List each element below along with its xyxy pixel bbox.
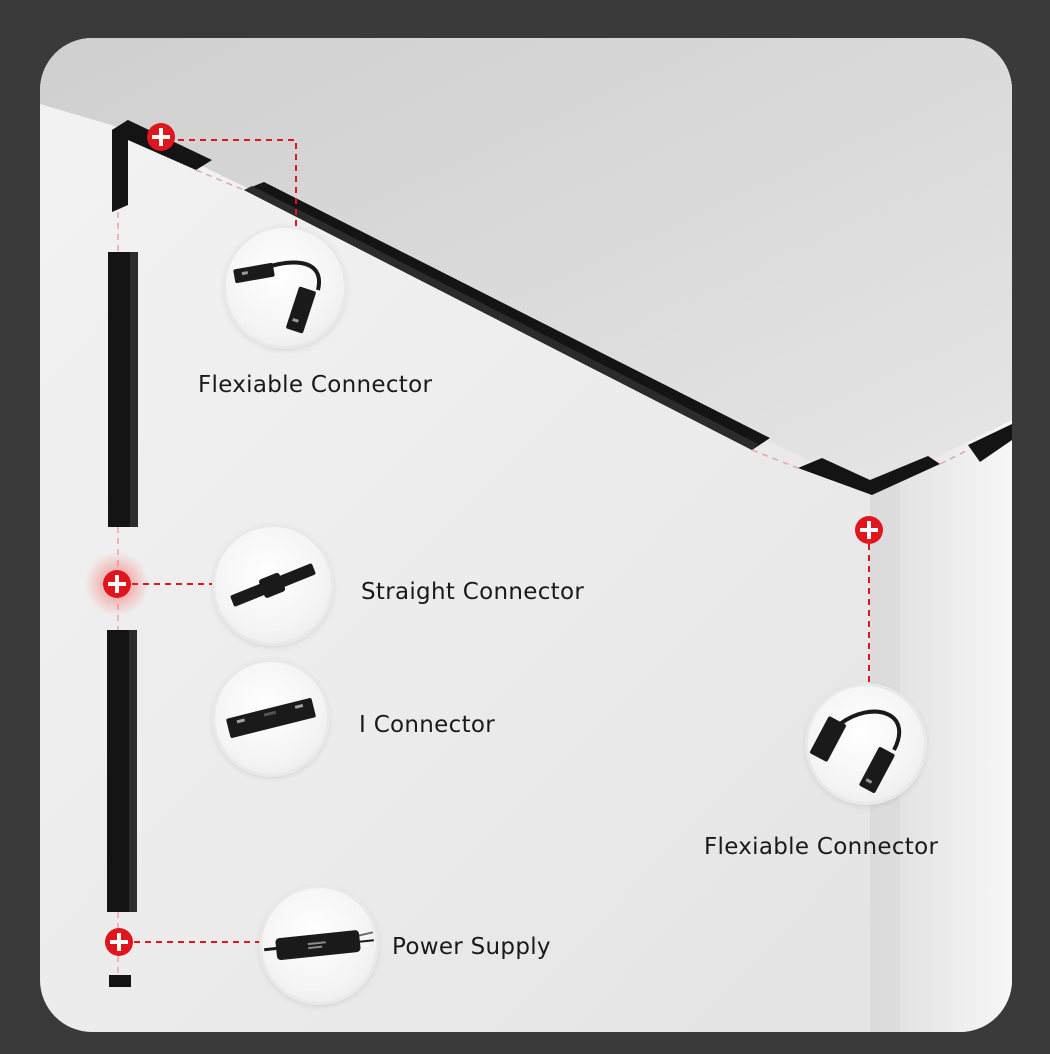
i-connector-icon [215,662,327,774]
label-flexible-connector-right: Flexiable Connector [704,834,938,860]
label-straight-connector: Straight Connector [361,579,584,605]
flexible-connector-thumb-right[interactable] [808,686,924,802]
label-power-supply: Power Supply [392,934,551,960]
flexible-connector-icon [808,686,924,802]
flexible-connector-thumb-top[interactable] [226,228,344,346]
label-flexible-connector-top: Flexiable Connector [198,372,432,398]
straight-connector-thumb[interactable] [215,527,331,643]
power-supply-thumb[interactable] [262,888,376,1002]
plus-marker-icon[interactable] [147,123,175,151]
flexible-connector-icon [226,228,344,346]
label-i-connector: I Connector [359,712,495,738]
plus-marker-icon[interactable] [855,516,883,544]
vertical-track-upper-edge [130,252,138,527]
power-supply-icon [262,888,376,1002]
vertical-track-end-cap [109,975,131,987]
plus-marker-icon[interactable] [85,552,149,616]
straight-connector-icon [215,527,331,643]
i-connector-thumb[interactable] [215,662,327,774]
vertical-track-lower-edge [129,630,137,912]
plus-marker-icon[interactable] [105,928,133,956]
